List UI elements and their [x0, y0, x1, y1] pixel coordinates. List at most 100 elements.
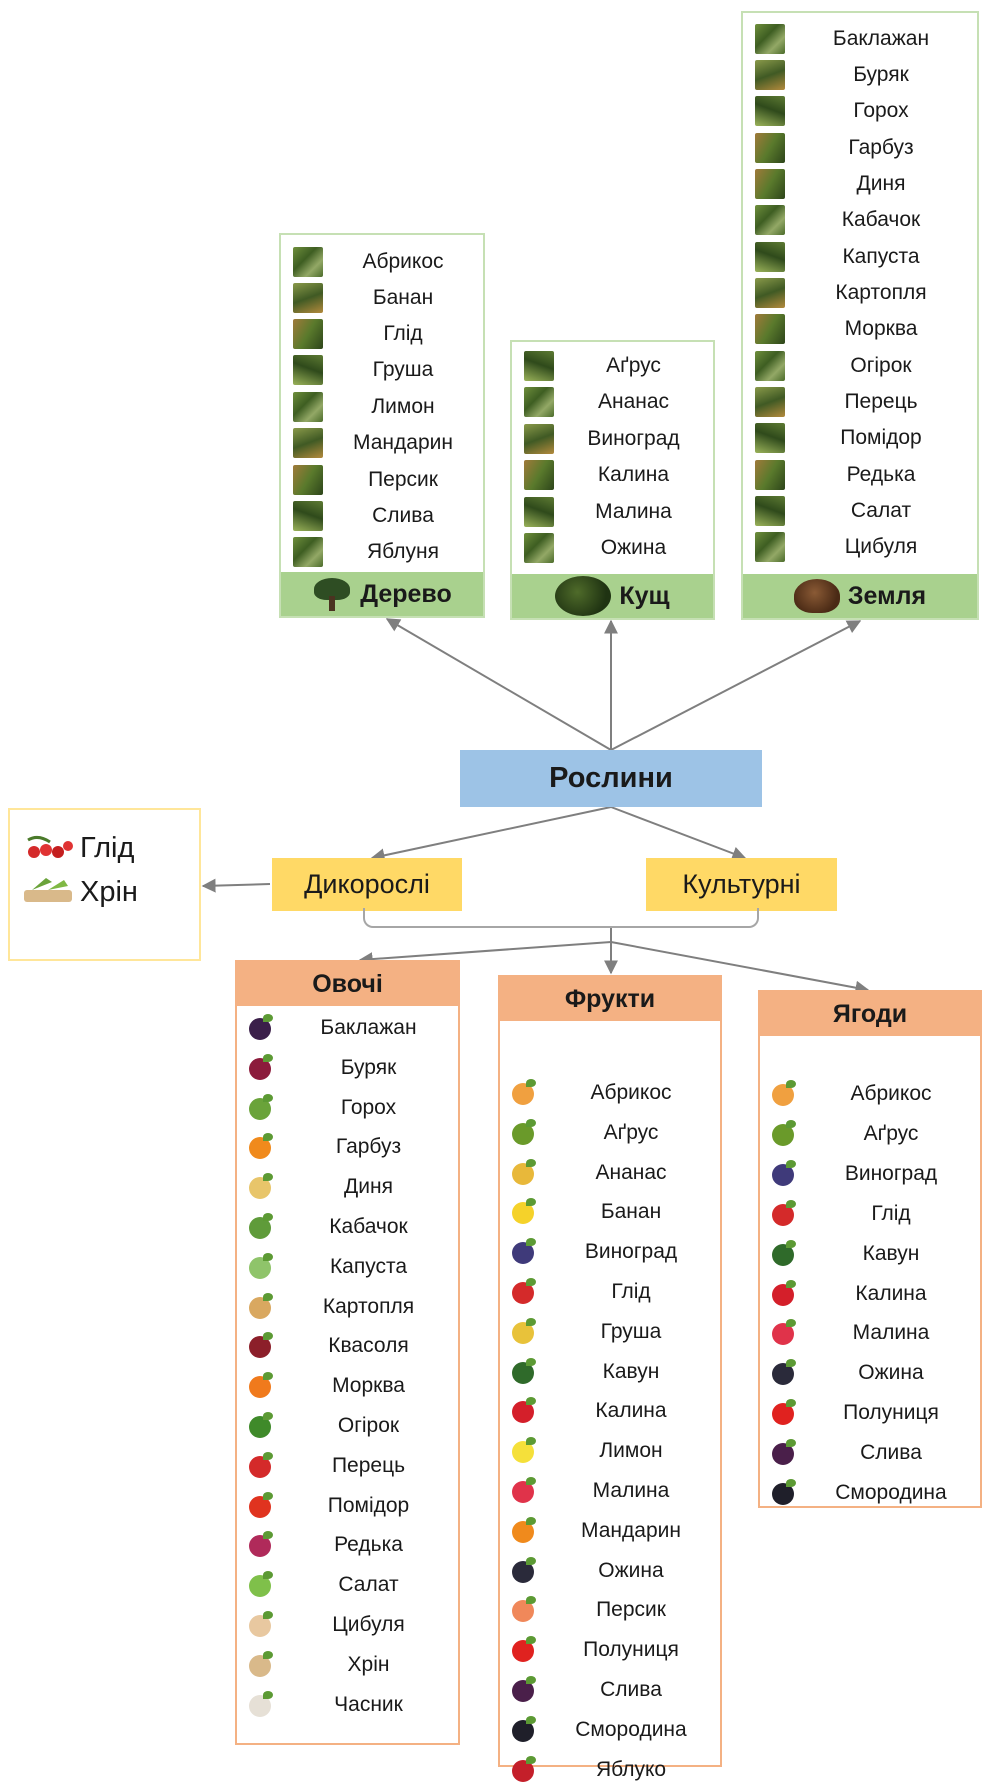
growth-box-footer: Дерево	[281, 572, 483, 616]
list-item: Глід	[500, 1272, 720, 1312]
plant-photo-icon	[755, 205, 785, 235]
plant-photo-icon	[755, 496, 785, 526]
list-item: Глід	[22, 828, 134, 868]
list-item: Кабачок	[743, 205, 977, 235]
list-item: Мандарин	[281, 428, 483, 458]
list-item: Помідор	[237, 1486, 458, 1526]
raspberry-icon	[766, 1319, 802, 1347]
arrow-root-tree	[385, 618, 612, 751]
category-header: Овочі	[237, 962, 458, 1006]
plant-photo-icon	[755, 169, 785, 199]
list-item: Капуста	[237, 1247, 458, 1287]
watermelon-icon	[506, 1357, 542, 1386]
pumpkin-icon	[243, 1133, 279, 1161]
wild-examples-box: Глід Хрін	[8, 808, 201, 961]
plant-photo-icon	[293, 428, 323, 458]
plant-photo-icon	[755, 314, 785, 344]
plant-photo-icon	[293, 465, 323, 495]
tree-icon	[312, 576, 352, 612]
list-item: Горох	[237, 1088, 458, 1128]
melon-icon	[243, 1173, 279, 1201]
beet-icon	[243, 1053, 279, 1082]
plant-photo-icon	[293, 355, 323, 385]
plum-icon	[766, 1439, 802, 1467]
list-item: Мандарин	[500, 1511, 720, 1551]
plant-photo-icon	[755, 96, 785, 126]
list-item: Редька	[237, 1525, 458, 1565]
plant-photo-icon	[293, 247, 323, 277]
plant-photo-icon	[293, 283, 323, 313]
list-item: Гарбуз	[237, 1127, 458, 1167]
growth-box-footer: Земля	[743, 574, 977, 618]
gooseberry-icon	[506, 1118, 542, 1147]
list-item: Ожина	[500, 1551, 720, 1591]
list-item: Цибуля	[237, 1605, 458, 1645]
list-item: Глід	[281, 319, 483, 349]
plant-photo-icon	[755, 24, 785, 54]
cucumber-icon	[243, 1412, 279, 1440]
list-item: Перець	[743, 387, 977, 417]
list-item: Квасоля	[237, 1326, 458, 1366]
blackberry-icon	[766, 1359, 802, 1387]
strawberry-icon	[766, 1399, 802, 1427]
eggplant-icon	[243, 1014, 279, 1042]
plant-photo-icon	[524, 533, 554, 563]
pepper-icon	[243, 1451, 279, 1480]
plant-photo-icon	[524, 387, 554, 417]
list-item: Малина	[760, 1313, 980, 1353]
arrow-wild-examples	[201, 878, 271, 893]
list-item: Банан	[500, 1192, 720, 1232]
garlic-icon	[243, 1690, 279, 1719]
lemon-icon	[506, 1437, 542, 1465]
plant-photo-icon	[524, 497, 554, 527]
list-item: Аґрус	[512, 351, 713, 381]
plant-photo-icon	[293, 537, 323, 567]
list-item: Абрикос	[500, 1073, 720, 1113]
list-item: Смородина	[500, 1710, 720, 1750]
apple-icon	[506, 1755, 542, 1784]
plant-photo-icon	[755, 387, 785, 417]
list-item: Хрін	[22, 872, 138, 912]
apricot-icon	[506, 1079, 542, 1107]
arrow-root-wild	[370, 806, 612, 863]
plant-photo-icon	[755, 351, 785, 381]
hawthorn-icon	[766, 1199, 802, 1228]
soil-icon	[793, 579, 840, 613]
list-item: Калина	[760, 1274, 980, 1314]
plant-photo-icon	[524, 460, 554, 490]
list-item: Банан	[281, 283, 483, 313]
cultivated-node: Культурні	[646, 858, 837, 911]
viburnum-icon	[766, 1279, 802, 1308]
growth-box-tree: Абрикос Банан Глід Груша Лимон Мандарин …	[279, 233, 485, 618]
list-item: Часник	[237, 1685, 458, 1725]
list-item: Груша	[500, 1312, 720, 1352]
list-item: Аґрус	[760, 1114, 980, 1154]
list-item: Слива	[281, 501, 483, 531]
list-item: Яблуня	[281, 537, 483, 567]
list-item: Цибуля	[743, 532, 977, 562]
plant-photo-icon	[293, 501, 323, 531]
list-item: Слива	[760, 1433, 980, 1473]
arrow-to-veg	[358, 941, 612, 967]
list-item: Ожина	[512, 533, 713, 563]
list-item: Ожина	[760, 1353, 980, 1393]
list-item: Огірок	[237, 1406, 458, 1446]
list-item: Калина	[500, 1391, 720, 1431]
list-item: Морква	[237, 1366, 458, 1406]
horseradish-icon	[243, 1650, 279, 1679]
peach-icon	[506, 1596, 542, 1624]
list-item: Смородина	[760, 1473, 980, 1513]
bean-icon	[243, 1332, 279, 1360]
list-item: Горох	[743, 96, 977, 126]
list-item: Виноград	[760, 1154, 980, 1194]
plant-photo-icon	[755, 133, 785, 163]
list-item: Капуста	[743, 242, 977, 272]
list-item: Персик	[500, 1590, 720, 1630]
list-item: Малина	[512, 497, 713, 527]
growth-box-footer: Кущ	[512, 574, 713, 618]
pear-icon	[506, 1317, 542, 1346]
list-item: Салат	[237, 1565, 458, 1605]
carrot-icon	[243, 1372, 279, 1400]
